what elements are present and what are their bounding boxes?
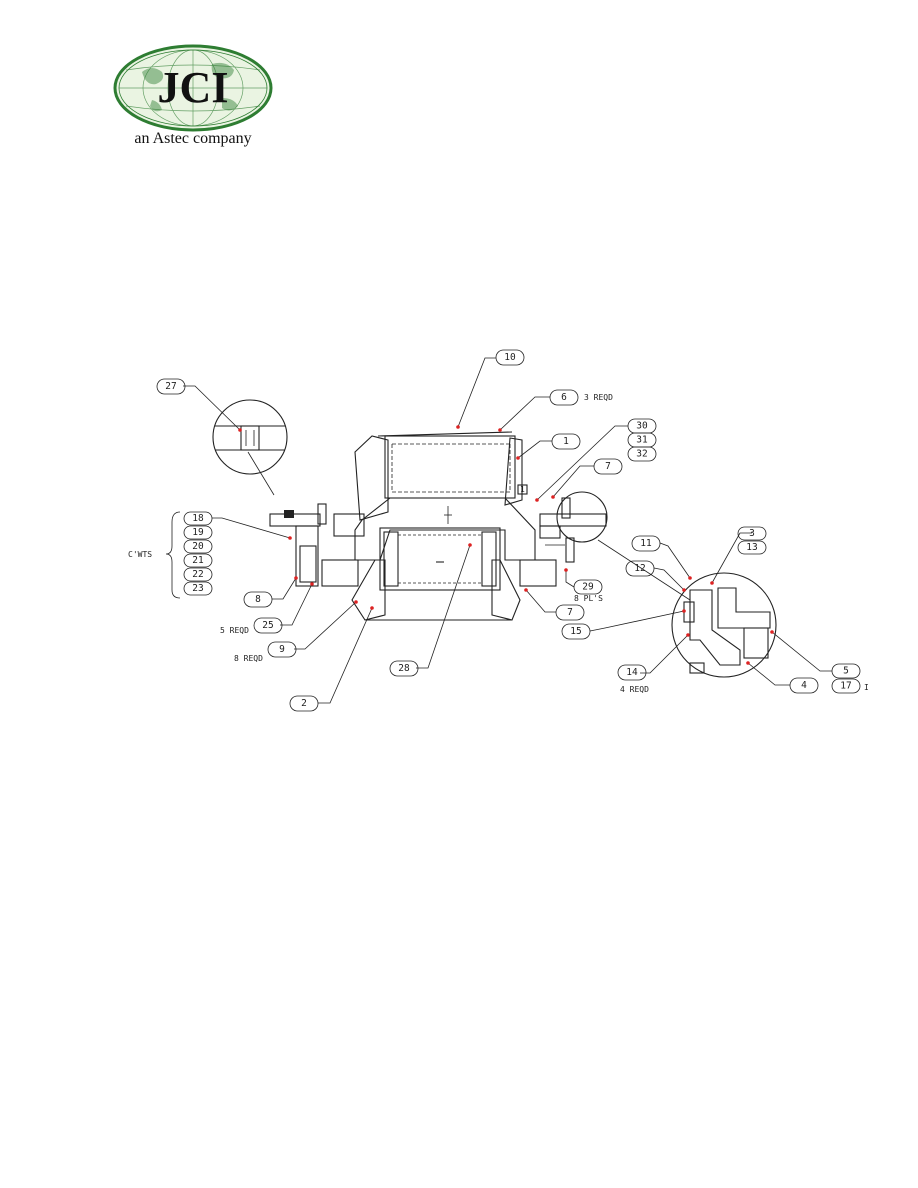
svg-text:15: 15 <box>570 626 581 637</box>
drawing-notes: 3 REQD C'WTS 5 REQD 8 REQD 8 PL'S 4 REQD… <box>128 393 869 694</box>
balloon-15: 15 <box>561 623 591 640</box>
balloon-31: 31 <box>627 432 657 448</box>
svg-text:22: 22 <box>192 569 203 580</box>
svg-text:13: 13 <box>746 542 757 553</box>
note-9-reqd: 8 REQD <box>234 654 263 663</box>
detail-view-large-right <box>597 539 777 678</box>
svg-text:2: 2 <box>301 698 307 709</box>
logo-subtitle: an Astec company <box>134 130 252 147</box>
balloon-28: 28 <box>389 660 419 677</box>
balloon-8: 8 <box>243 591 273 608</box>
svg-text:29: 29 <box>582 582 594 593</box>
balloon-20: 20 <box>183 539 213 554</box>
svg-text:8: 8 <box>255 594 261 605</box>
svg-text:21: 21 <box>192 555 204 566</box>
note-17-suffix: I <box>864 683 869 692</box>
detail-view-small-right <box>556 491 608 543</box>
balloon-32: 32 <box>627 446 657 462</box>
balloon-17: 17 <box>831 678 861 694</box>
balloon-14: 14 <box>617 664 647 681</box>
balloon-22: 22 <box>183 567 213 582</box>
svg-text:4: 4 <box>801 680 807 691</box>
balloon-6: 6 <box>549 389 579 406</box>
svg-text:32: 32 <box>636 449 647 460</box>
svg-text:17: 17 <box>840 681 851 692</box>
svg-text:23: 23 <box>192 583 203 594</box>
svg-text:18: 18 <box>192 513 204 524</box>
balloon-9: 9 <box>267 641 297 658</box>
svg-text:10: 10 <box>504 352 516 363</box>
balloon-1: 1 <box>551 433 581 450</box>
balloon-5: 5 <box>831 663 861 679</box>
note-29-pls: 8 PL'S <box>574 594 603 603</box>
box-label-1: 1 <box>520 485 525 494</box>
balloon-7-upper: 7 <box>593 458 623 475</box>
leader-lines <box>183 357 832 704</box>
globe-logo-icon: JCI <box>113 44 273 132</box>
svg-text:31: 31 <box>636 435 648 446</box>
note-cwts: C'WTS <box>128 550 152 559</box>
jci-logo: JCI <box>112 42 274 154</box>
balloon-19: 19 <box>183 525 213 540</box>
svg-text:1: 1 <box>563 436 569 447</box>
svg-text:28: 28 <box>398 663 410 674</box>
balloon-13: 13 <box>737 540 767 555</box>
svg-text:9: 9 <box>279 644 285 655</box>
svg-text:11: 11 <box>640 538 652 549</box>
balloon-7-lower: 7 <box>555 604 585 621</box>
svg-text:30: 30 <box>636 421 648 432</box>
main-section-view <box>269 431 607 621</box>
svg-text:7: 7 <box>567 607 573 618</box>
balloon-25: 25 <box>253 617 283 634</box>
balloon-23: 23 <box>183 581 213 596</box>
note-25-reqd: 5 REQD <box>220 626 249 635</box>
counterweights-brace <box>165 511 181 599</box>
balloon-21: 21 <box>183 553 213 568</box>
note-6-reqd: 3 REQD <box>584 393 613 402</box>
svg-text:25: 25 <box>262 620 273 631</box>
svg-text:20: 20 <box>192 541 204 552</box>
balloon-18: 18 <box>183 511 213 526</box>
balloon-3: 3 <box>737 526 767 541</box>
detail-view-27 <box>212 399 288 496</box>
svg-text:3: 3 <box>749 528 755 539</box>
svg-text:5: 5 <box>843 666 849 677</box>
logo-wordmark: JCI <box>158 63 229 112</box>
balloon-11: 11 <box>631 535 661 552</box>
balloon-4: 4 <box>789 677 819 694</box>
part-balloons: 10 6 30 31 32 1 7 27 18 19 20 21 22 23 8… <box>156 349 861 712</box>
svg-text:7: 7 <box>605 461 611 472</box>
svg-text:27: 27 <box>165 381 176 392</box>
balloon-27: 27 <box>156 378 186 395</box>
balloon-2: 2 <box>289 695 319 712</box>
balloon-30: 30 <box>627 418 657 434</box>
note-14-reqd: 4 REQD <box>620 685 649 694</box>
balloon-29: 29 <box>573 579 603 595</box>
svg-text:19: 19 <box>192 527 204 538</box>
balloon-12: 12 <box>625 560 655 577</box>
svg-text:14: 14 <box>626 667 638 678</box>
balloon-10: 10 <box>495 349 525 366</box>
svg-text:6: 6 <box>561 392 567 403</box>
svg-text:12: 12 <box>634 563 645 574</box>
